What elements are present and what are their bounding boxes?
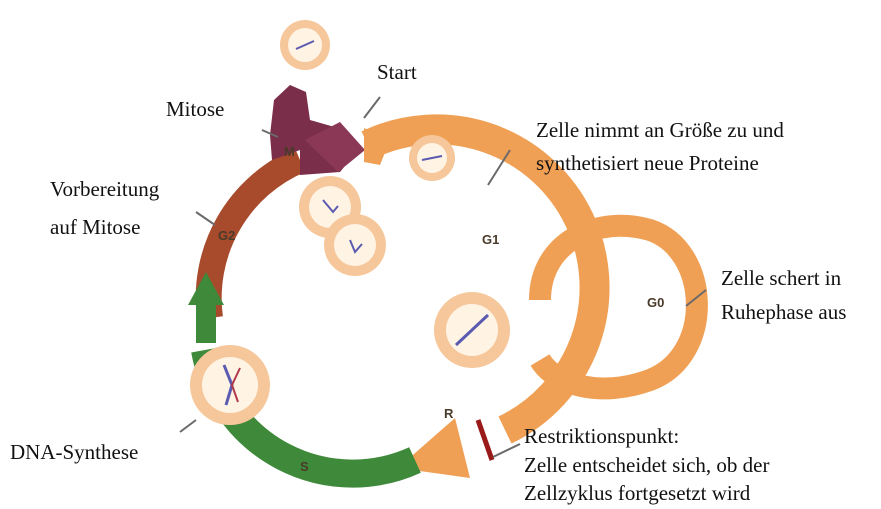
label-g0-desc-2: Ruhephase aus — [721, 298, 846, 327]
label-restriktionspunkt: Restriktionspunkt: — [524, 422, 679, 451]
label-g0-desc-1: Zelle schert in — [721, 264, 841, 293]
label-g1-desc-1: Zelle nimmt an Größe zu und — [536, 116, 784, 145]
label-dna-synthese: DNA-Synthese — [10, 438, 138, 467]
label-vorbereitung-2: auf Mitose — [50, 213, 140, 242]
label-restriktion-desc-1: Zelle entscheidet sich, ob der — [524, 451, 770, 480]
s-phase-cell — [190, 345, 270, 425]
label-g1-desc-2: synthetisiert neue Proteine — [536, 149, 759, 178]
restriction-point-marker — [478, 420, 492, 460]
label-start: Start — [377, 58, 417, 87]
phase-label-r: R — [444, 406, 454, 421]
phase-label-s: S — [300, 459, 309, 474]
phase-label-g2: G2 — [218, 228, 235, 243]
label-vorbereitung-1: Vorbereitung — [50, 175, 159, 204]
phase-label-g0: G0 — [647, 295, 664, 310]
dividing-cells — [299, 176, 386, 276]
phase-label-g1: G1 — [482, 232, 499, 247]
g1-cell-small — [409, 135, 455, 181]
label-restriktion-desc-2: Zellzyklus fortgesetzt wird — [524, 479, 750, 508]
mitosis-cell-top — [280, 20, 330, 70]
phase-label-m: M — [284, 144, 295, 159]
label-mitose: Mitose — [166, 95, 224, 124]
g1-cell-large — [434, 292, 510, 368]
